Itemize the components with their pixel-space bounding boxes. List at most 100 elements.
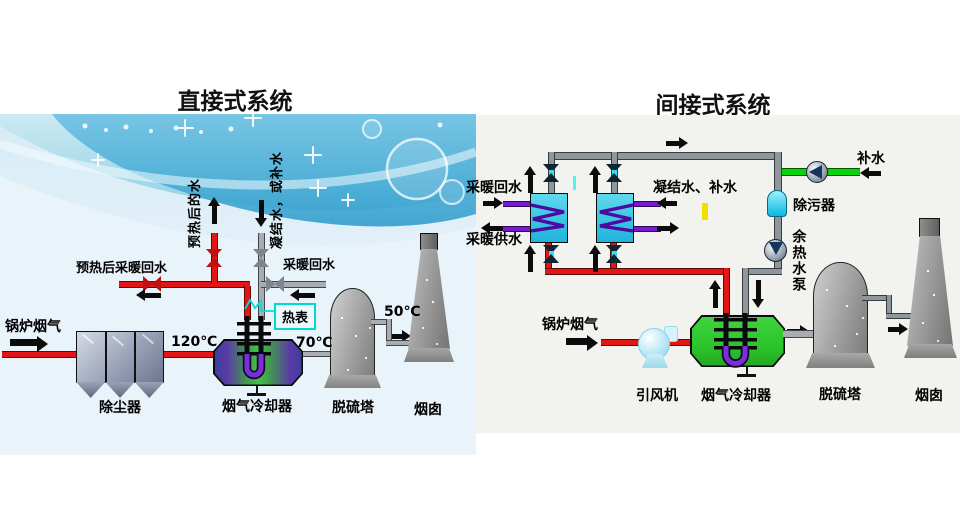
waste-heat-pump xyxy=(764,239,787,262)
heat-meter-wires xyxy=(244,298,275,312)
temp-70-label: 70℃ xyxy=(296,335,333,351)
heat-exchanger-coil xyxy=(531,203,565,233)
highlight xyxy=(141,333,155,345)
ground-symbol xyxy=(247,393,266,396)
flow-arrow-down-icon xyxy=(255,200,268,227)
yellow-tick xyxy=(702,203,708,220)
heat-exchanger-2 xyxy=(596,193,634,243)
condensate-in-stub xyxy=(633,201,661,207)
strainer-label: 除污器 xyxy=(793,198,835,214)
flue-gas-pipe-to-tower xyxy=(783,330,815,338)
desulfurization-tower-label: 脱硫塔 xyxy=(819,387,861,403)
condensate-makeup-label: 凝结水，或补水 xyxy=(269,151,285,250)
dust-collector-divider xyxy=(134,332,136,382)
cooler-coil xyxy=(237,316,271,380)
ground-symbol xyxy=(737,374,756,377)
flow-arrow-up-icon xyxy=(208,197,221,224)
boiler-gas-label: 锅炉烟气 xyxy=(5,319,61,335)
flue-gas-arrow-icon xyxy=(10,336,48,352)
loop-pipe-right-drop xyxy=(774,152,782,196)
speckles xyxy=(826,289,828,291)
left-diagram-title: 直接式系统 xyxy=(177,89,293,115)
waste-heat-pump-label: 余热水泵 xyxy=(790,229,807,293)
preheated-water-valve xyxy=(206,249,223,267)
fan-base xyxy=(642,354,668,368)
desulfurization-tower xyxy=(330,288,375,378)
preheated-return-label: 预热后采暖回水 xyxy=(76,261,168,276)
loop-pipe-return-horizontal xyxy=(744,268,782,275)
loop-pipe-top xyxy=(548,152,782,160)
loop-pipe-into-cooler xyxy=(742,268,749,318)
flow-arrow-up-icon xyxy=(524,166,537,193)
flow-arrow-right-icon xyxy=(666,137,688,150)
highlight xyxy=(111,335,125,347)
loop-pipe-right-drop xyxy=(774,259,782,272)
strainer xyxy=(767,190,787,217)
cyan-tick xyxy=(573,176,576,190)
speckles xyxy=(927,270,929,272)
flow-arrow-down-icon xyxy=(752,280,765,308)
dust-collector-hoppers xyxy=(76,382,164,398)
hx1-bottom-valve xyxy=(543,245,560,263)
temp-50-label: 50℃ xyxy=(384,304,421,320)
condensate-downpipe xyxy=(258,233,265,320)
chimney-base xyxy=(404,348,454,362)
heat-meter: 热表 xyxy=(274,303,316,330)
chimney-base xyxy=(904,344,957,358)
heating-return-pipe xyxy=(261,281,326,288)
dust-collector-label: 除尘器 xyxy=(99,400,141,416)
heat-meter-label: 热表 xyxy=(281,311,308,326)
speckles xyxy=(426,279,428,281)
duct xyxy=(386,340,412,346)
heating-supply-label: 采暖供水 xyxy=(466,232,522,248)
flue-gas-cooler-outline xyxy=(690,315,785,367)
duct xyxy=(886,313,913,319)
steam-out-stub xyxy=(633,226,661,232)
induced-draft-fan xyxy=(638,326,680,368)
duct xyxy=(862,295,892,301)
duct xyxy=(371,319,392,325)
dust-collector-divider xyxy=(105,332,107,382)
condensate-valve xyxy=(253,249,270,267)
heating-return-valve xyxy=(266,276,284,293)
chimney-cap xyxy=(919,218,940,237)
flow-arrow-up-icon xyxy=(589,245,602,272)
ground-symbol xyxy=(256,386,258,394)
flow-arrow-left-icon xyxy=(136,289,161,302)
flow-arrow-right-icon xyxy=(483,197,503,210)
hot-pipe-trunk xyxy=(545,268,730,275)
heat-exchanger-1 xyxy=(530,193,568,243)
loop-pipe-right-drop xyxy=(774,215,782,243)
hx2-bottom-valve xyxy=(606,245,623,263)
flow-arrow-right-icon xyxy=(888,323,908,336)
speckles xyxy=(341,317,343,319)
condensate-makeup-label: 凝结水、补水 xyxy=(653,180,737,196)
cooler-label: 烟气冷却器 xyxy=(701,388,771,404)
flow-arrow-right-icon xyxy=(657,222,679,235)
right-diagram-title: 间接式系统 xyxy=(655,93,771,119)
boiler-gas-label: 锅炉烟气 xyxy=(542,317,598,333)
desulfurization-tower-label: 脱硫塔 xyxy=(332,400,374,416)
flue-gas-arrow-icon xyxy=(566,335,598,351)
highlight xyxy=(81,333,95,345)
preheated-water-label: 预热后的水 xyxy=(187,178,203,249)
flow-arrow-left-icon xyxy=(860,167,881,180)
duct xyxy=(386,319,392,345)
flow-arrow-left-icon xyxy=(481,222,503,235)
chimney-label: 烟囱 xyxy=(915,388,943,404)
flue-gas-pipe-cooler-to-tower xyxy=(301,351,333,357)
flow-arrow-left-icon xyxy=(657,197,677,210)
hx1-top-valve xyxy=(543,164,560,182)
heating-supply-stub xyxy=(503,226,531,232)
flow-arrow-up-icon xyxy=(589,166,602,193)
tower-base xyxy=(324,375,381,388)
desulfurization-tower xyxy=(813,262,868,357)
flow-arrow-up-icon xyxy=(524,245,537,272)
makeup-water-label: 补水 xyxy=(857,151,885,167)
chimney-cap xyxy=(420,233,438,250)
induced-draft-fan-label: 引风机 xyxy=(636,388,678,404)
flow-arrow-right-icon xyxy=(392,330,411,343)
heating-return-stub xyxy=(503,201,531,207)
preheated-return-valve xyxy=(143,276,161,293)
